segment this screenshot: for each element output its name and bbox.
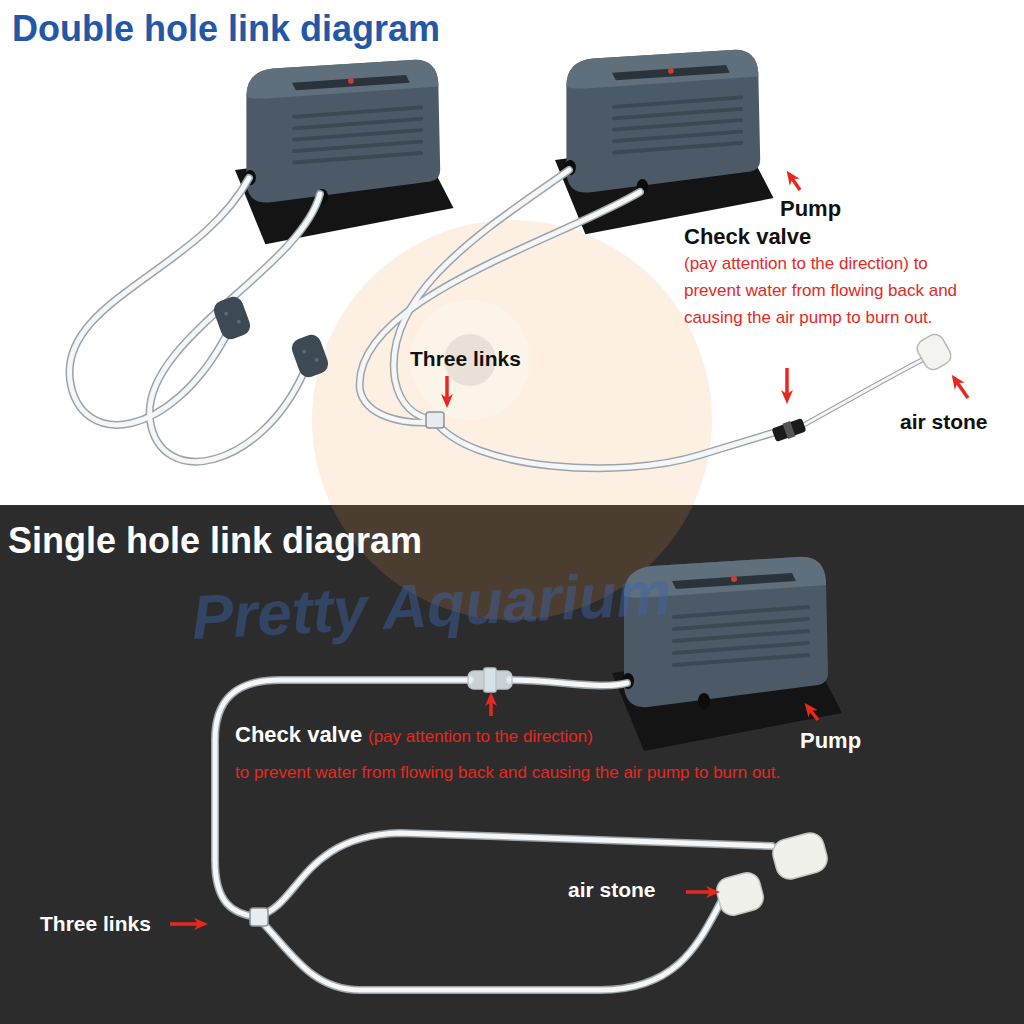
warning-note: (pay attention to the direction) bbox=[368, 727, 593, 747]
pump-label: Pump bbox=[780, 196, 841, 221]
three-links-connector bbox=[250, 412, 444, 926]
warning-note: (pay attention to the direction) to prev… bbox=[684, 250, 969, 331]
part-label: Check valve bbox=[235, 722, 362, 747]
pump-label: Pump bbox=[800, 728, 861, 753]
part-label: air stone bbox=[568, 878, 656, 902]
section-title: Double hole link diagram bbox=[12, 8, 440, 49]
part-label: Check valve bbox=[684, 224, 811, 249]
section-title: Single hole link diagram bbox=[8, 520, 422, 561]
part-label: Three links bbox=[410, 347, 521, 371]
bottom-ground bbox=[0, 505, 1024, 1024]
pump-left-top bbox=[235, 60, 454, 244]
check-valve bbox=[468, 417, 807, 692]
part-label: Three links bbox=[40, 912, 151, 936]
part-label: air stone bbox=[900, 410, 988, 434]
warning-note: to prevent water from flowing back and c… bbox=[235, 763, 780, 783]
pump-right-top bbox=[555, 50, 774, 234]
watermark: Pretty Aquarium bbox=[190, 557, 673, 653]
